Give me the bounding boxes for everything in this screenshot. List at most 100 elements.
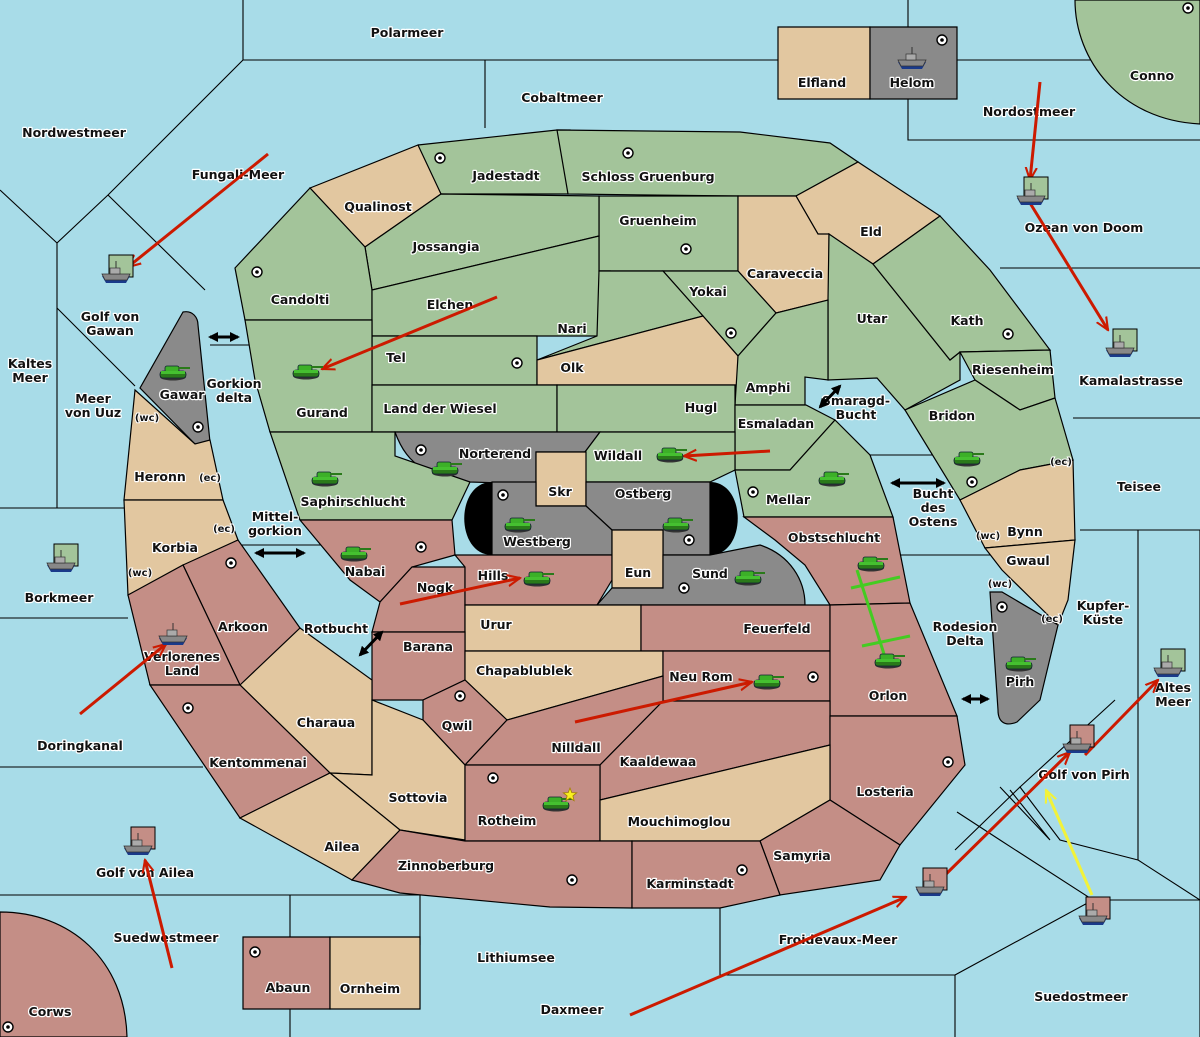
fleet-unit[interactable] [1153,648,1186,678]
territory-label: Saphirschlucht [301,494,406,509]
fleet-unit[interactable] [1078,896,1111,926]
territory-label: Tel [386,350,406,365]
supply-center-icon [1002,328,1014,340]
fleet-unit[interactable] [1062,724,1095,754]
territory-label: Qualinost [344,199,411,214]
territory-label: Lithiumsee [477,950,555,965]
order-arrow-red [128,152,269,267]
order-arrow-red [322,295,498,369]
territory-bynn[interactable] [959,459,1076,549]
territory-label: Nabai [345,564,386,579]
territory-label: Ozean von Doom [1025,220,1144,235]
territory-corws[interactable] [0,911,128,1037]
territory-label: Obstschlucht [788,530,880,545]
territory-label: Corws [29,1004,72,1019]
territory-label: Yokai [688,284,727,299]
supply-center-icon [936,34,948,46]
territory-label: Fungali-Meer [192,167,285,182]
territory-label: Losteria [856,784,913,799]
territory-rotheim[interactable] [464,764,601,842]
territory-label: Candolti [271,292,330,307]
supply-center-icon [511,357,523,369]
territory-label: Daxmeer [540,1002,604,1017]
territory-label: Kamalastrasse [1079,373,1183,388]
army-unit[interactable] [542,786,578,812]
territory-label: Gwaul [1006,553,1049,568]
coast-label: (ec) [1050,457,1072,468]
territory-label: Kaaldewaa [620,754,697,769]
territory-karminstadt[interactable] [631,840,781,909]
territory-label: Hills [478,568,509,583]
territory-label: Cobaltmeer [521,90,603,105]
territory-label: Land der Wiesel [383,401,496,416]
territory-label: Skr [548,484,572,499]
support-crossbar [850,575,901,590]
territory-ornheim[interactable] [329,936,421,1010]
supply-center-icon [736,864,748,876]
supply-center-icon [996,601,1008,613]
supply-center-icon [454,690,466,702]
supply-center-icon [683,534,695,546]
territory-label: Westberg [503,534,571,549]
territory-label: Ostberg [615,486,672,501]
territory-label: Samyria [773,848,831,863]
territory-gruenheim[interactable] [598,195,739,272]
impassable-west [464,482,492,555]
territory-label: Pirh [1006,674,1035,689]
territory-label: Sottovia [389,790,448,805]
territory-label: Heronn [134,469,186,484]
territory-heronn[interactable] [123,388,224,501]
territory-label: Abaun [266,980,311,995]
territory-gwaul[interactable] [983,539,1076,627]
territory-label: Korbia [152,540,198,555]
fleet-unit[interactable] [1016,176,1049,206]
impassable-east [710,482,738,555]
supply-center-icon [966,476,978,488]
fleet-unit[interactable] [1105,328,1138,358]
territory-label: Feuerfeld [743,621,810,636]
territory-label: Sund [692,566,728,581]
order-arrow-red [574,682,752,724]
territory-label: Esmaladan [738,416,814,431]
supply-center-icon [1182,2,1194,14]
adjacency-arrow-icon [358,630,384,657]
territory-label: Olk [560,360,584,375]
territory-label: Ailea [324,839,359,854]
territory-label: Neu Rom [669,669,732,684]
territory-label: Suedostmeer [1034,989,1128,1004]
territory-label: Bridon [929,408,975,423]
fleet-unit[interactable] [101,254,134,284]
territory-label: Golf von Ailea [96,865,194,880]
territory-label: Gruenheim [619,213,696,228]
territory-label: Charaua [297,715,355,730]
coast-label: (ec) [213,524,235,535]
order-arrow-red [145,860,174,969]
supply-center-icon [725,327,737,339]
coast-label: (ec) [1041,614,1063,625]
territory-sund[interactable] [595,544,806,606]
coast-label: (wc) [988,579,1012,590]
adjacency-arrows [208,332,990,704]
territory-label: Kupfer-Küste [1077,598,1130,627]
territory-conno[interactable] [1074,0,1200,125]
supply-center-icon [678,582,690,594]
territory-label: Wildall [594,448,642,463]
fleet-unit[interactable] [915,867,948,897]
territory-label: Orlon [869,688,908,703]
fleet-unit[interactable] [46,543,79,573]
territory-label: Conno [1130,68,1175,83]
supply-center-icon [487,772,499,784]
territory-label: Schloss Gruenburg [581,169,714,184]
territory-label: Zinnoberburg [398,858,494,873]
territory-label: Gurand [296,405,348,420]
coast-label: (wc) [135,413,159,424]
territory-label: Helom [890,75,935,90]
territory-label: Nordwestmeer [22,125,127,140]
fleet-unit[interactable] [123,826,156,856]
